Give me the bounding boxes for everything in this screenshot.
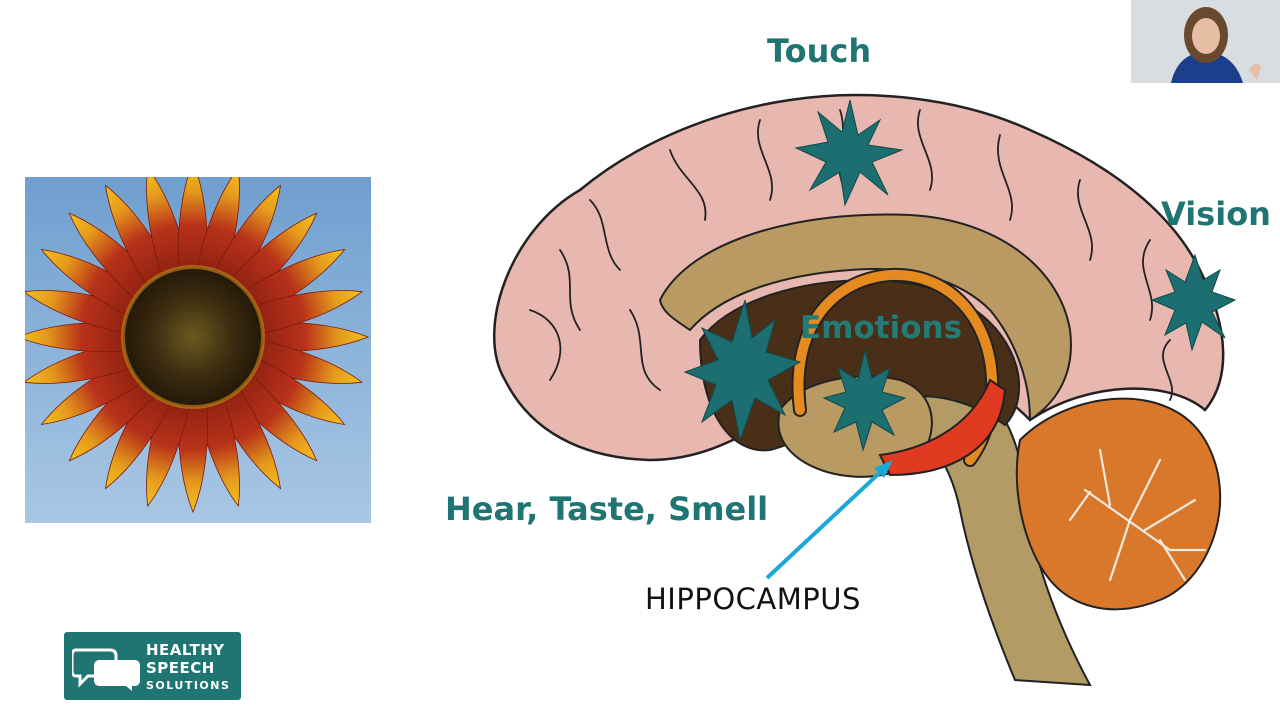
hippocampus: [878, 378, 1007, 477]
sunflower-image: [25, 177, 371, 523]
vision-label: Vision: [1161, 195, 1271, 233]
corpus-callosum: [658, 213, 1072, 422]
brain-diagram: [492, 93, 1237, 687]
hear-taste-smell-label: Hear, Taste, Smell: [445, 490, 769, 528]
healthy-speech-solutions-logo: HEALTHY SPEECH SOLUTIONS: [64, 632, 241, 700]
speech-bubbles-icon: [72, 648, 140, 691]
touch-label: Touch: [767, 32, 872, 70]
logo-line-3: SOLUTIONS: [146, 679, 231, 692]
presenter-avatar: [1131, 0, 1280, 83]
emotions-label: Emotions: [800, 310, 963, 346]
sunflower-petal: [246, 290, 364, 336]
emotions-starburst-small: [822, 349, 907, 452]
emotions-starburst-large: [683, 299, 802, 442]
hippocampus-label: HIPPOCAMPUS: [645, 582, 861, 616]
hippocampus-arrow: [765, 463, 890, 580]
logo-line-2: SPEECH: [146, 659, 215, 677]
vision-starburst: [1150, 253, 1237, 352]
logo-line-1: HEALTHY: [146, 641, 225, 659]
touch-starburst: [794, 99, 904, 207]
presenter-webcam: [1131, 0, 1280, 83]
